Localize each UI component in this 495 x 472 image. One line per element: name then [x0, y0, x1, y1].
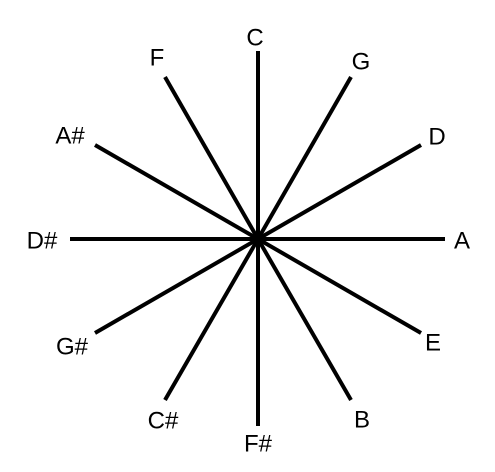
labels-group: C G D A E B F# C# G# D# A# F — [27, 25, 470, 458]
note-label-d: D — [428, 124, 445, 151]
note-label-c: C — [246, 25, 263, 52]
note-label-gs: G# — [56, 334, 89, 361]
spoke-cs — [163, 237, 260, 402]
spoke-gs — [94, 237, 259, 335]
spoke-d — [257, 143, 422, 241]
note-label-a: A — [454, 228, 470, 255]
note-label-b: B — [354, 407, 370, 434]
spoke-e — [257, 237, 422, 335]
note-label-ds: D# — [27, 228, 58, 255]
spoke-g — [256, 76, 353, 240]
spoke-as — [94, 143, 259, 241]
note-label-cs: C# — [148, 408, 179, 435]
spoke-b — [256, 237, 353, 402]
center-hub — [255, 236, 261, 242]
spokes-group — [70, 51, 445, 426]
note-label-e: E — [425, 330, 441, 357]
note-label-f: F — [150, 45, 165, 72]
note-label-g: G — [352, 49, 371, 76]
spoke-f — [163, 76, 260, 240]
note-label-fs: F# — [244, 431, 273, 458]
note-label-as: A# — [55, 123, 85, 150]
